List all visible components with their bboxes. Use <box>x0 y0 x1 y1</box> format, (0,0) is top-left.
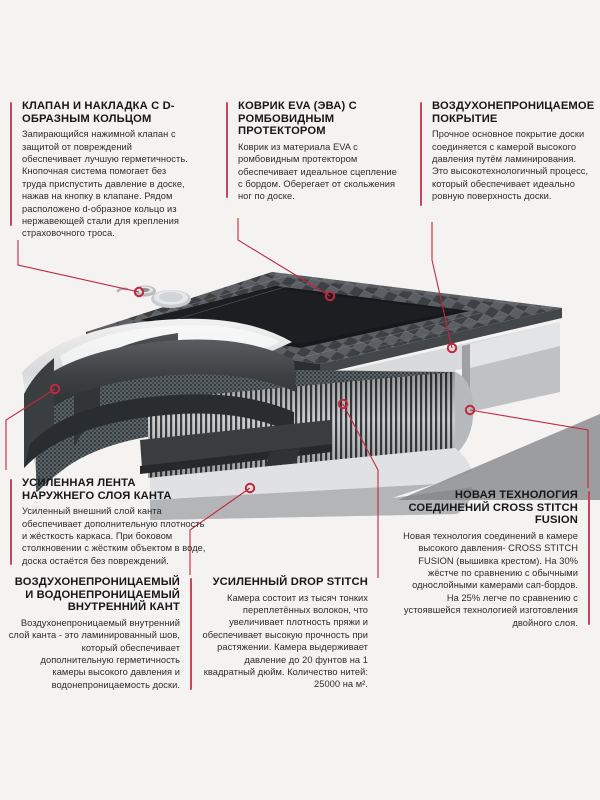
callout-inner-rail-airtight: ВОЗДУХОНЕПРОНИЦАЕМЫЙ И ВОДОНЕПРОНИЦАЕМЫЙ… <box>8 576 192 691</box>
accent-bar <box>588 491 590 625</box>
callout-title: КЛАПАН И НАКЛАДКА С D-ОБРАЗНЫМ КОЛЬЦОМ <box>22 100 175 125</box>
callout-title: КОВРИК EVA (ЭВА) С РОМБОВИДНЫМ ПРОТЕКТОР… <box>238 100 357 138</box>
accent-bar <box>226 102 228 198</box>
callout-body: Воздухонепроницаемый внутренний слой кан… <box>8 617 180 690</box>
callout-title: НОВАЯ ТЕХНОЛОГИЯ СОЕДИНЕНИЙ CROSS STITCH… <box>408 489 578 527</box>
accent-bar <box>10 479 12 565</box>
callout-body: Усиленный внешний слой канта обеспечивае… <box>22 506 206 566</box>
callout-outer-rail-tape: УСИЛЕННАЯ ЛЕНТА НАРУЖНЕГО СЛОЯ КАНТА Уси… <box>10 477 206 567</box>
callout-title: ВОЗДУХОНЕПРОНИЦАЕМОЕ ПОКРЫТИЕ <box>432 100 595 125</box>
callout-body: Камера состоит из тысяч тонких переплетё… <box>202 592 368 690</box>
callout-cross-stitch-fusion: НОВАЯ ТЕХНОЛОГИЯ СОЕДИНЕНИЙ CROSS STITCH… <box>400 489 590 629</box>
callout-body: Запирающийся нажимной клапан с защитой о… <box>22 129 188 239</box>
bottom-shell <box>0 448 473 548</box>
callout-valve-d-ring: КЛАПАН И НАКЛАДКА С D-ОБРАЗНЫМ КОЛЬЦОМ З… <box>10 100 192 240</box>
callout-eva-deck-pad: КОВРИК EVA (ЭВА) С РОМБОВИДНЫМ ПРОТЕКТОР… <box>226 100 404 203</box>
accent-bar <box>420 102 422 206</box>
callout-body: Новая технология соединений в камере выс… <box>403 530 578 628</box>
callout-title: УСИЛЕННЫЙ DROP STITCH <box>212 576 368 588</box>
accent-bar <box>190 578 192 690</box>
callout-title: УСИЛЕННАЯ ЛЕНТА НАРУЖНЕГО СЛОЯ КАНТА <box>22 477 172 502</box>
push-valve-and-d-ring <box>116 285 191 308</box>
accent-bar <box>10 102 12 226</box>
callout-body: Прочное основное покрытие доски соединяе… <box>432 129 589 202</box>
outer-rail-tape <box>24 333 332 480</box>
callout-title: ВОЗДУХОНЕПРОНИЦАЕМЫЙ И ВОДОНЕПРОНИЦАЕМЫЙ… <box>14 576 180 614</box>
callout-reinforced-drop-stitch: УСИЛЕННЫЙ DROP STITCH Камера состоит из … <box>200 576 380 691</box>
callout-body: Коврик из материала EVA с ромбовидным пр… <box>238 141 397 202</box>
callout-airtight-coating: ВОЗДУХОНЕПРОНИЦАЕМОЕ ПОКРЫТИЕ Прочное ос… <box>420 100 595 206</box>
